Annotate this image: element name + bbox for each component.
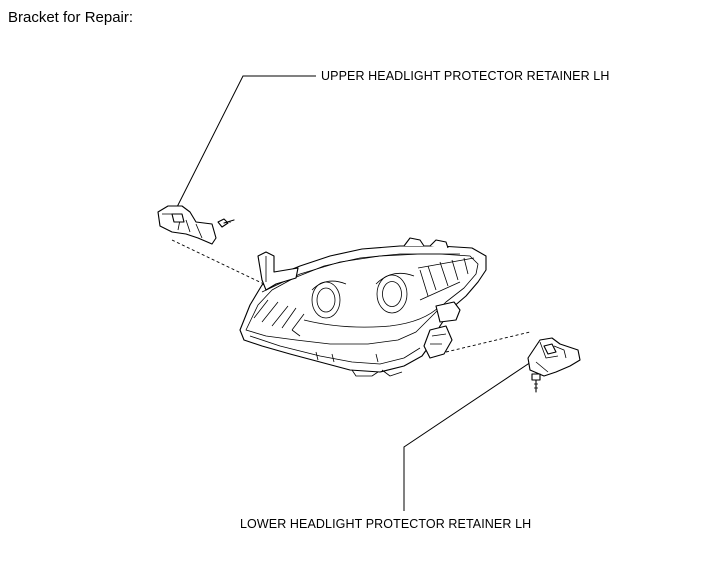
upper-leader-line [173, 75, 316, 214]
lower-leader-line [403, 359, 535, 511]
lower-retainer-label: LOWER HEADLIGHT PROTECTOR RETAINER LH [240, 517, 532, 531]
upper-retainer-label: UPPER HEADLIGHT PROTECTOR RETAINER LH [321, 69, 610, 83]
upper-retainer-bracket [157, 205, 217, 245]
lower-screw [531, 373, 541, 393]
lower-install-dashed-line [445, 331, 531, 353]
diagram-title: Bracket for Repair: [8, 9, 134, 26]
headlight-assembly [239, 237, 487, 377]
upper-screw [217, 218, 235, 228]
upper-install-dashed-line [171, 239, 267, 286]
lower-retainer-bracket [527, 337, 581, 377]
